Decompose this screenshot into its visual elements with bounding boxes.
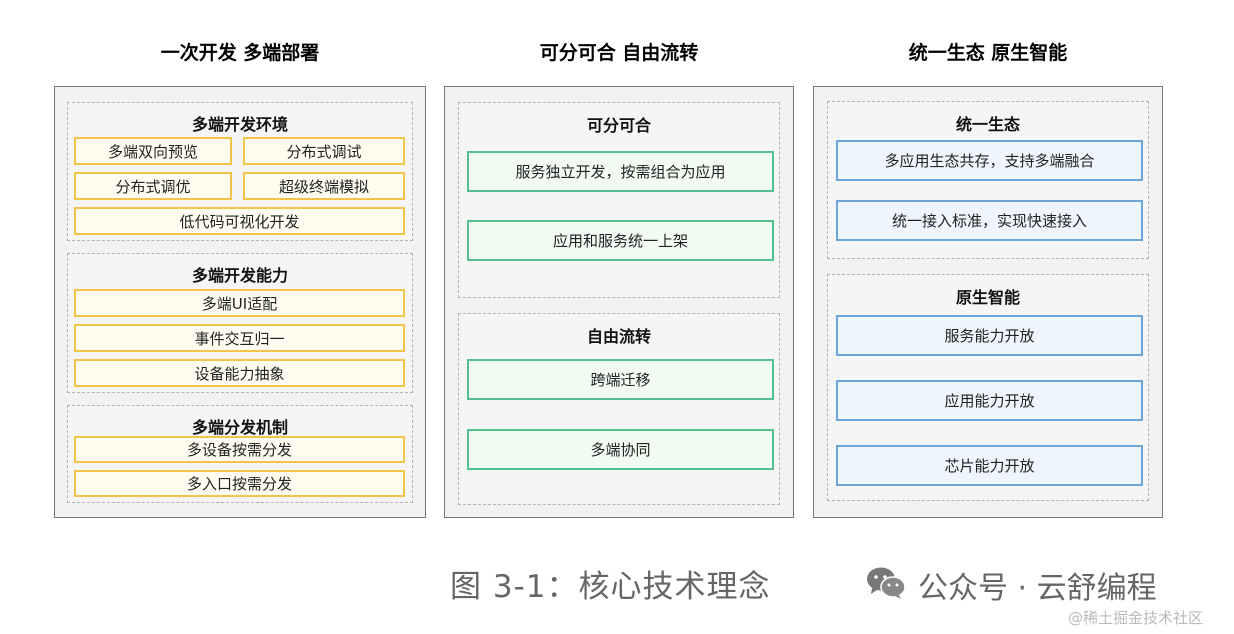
item-cross-migration: 跨端迁移	[467, 359, 774, 400]
group-title: 多端分发机制	[191, 418, 288, 437]
item-distributed-debug: 分布式调试	[243, 137, 405, 165]
item-device-abstraction: 设备能力抽象	[74, 359, 405, 387]
item-app-capability: 应用能力开放	[836, 380, 1143, 421]
item-event-unify: 事件交互归一	[74, 324, 405, 352]
wechat-icon	[867, 567, 906, 599]
group-native-intelligence: 原生智能 服务能力开放 应用能力开放 芯片能力开放	[827, 274, 1149, 501]
item-multi-collab: 多端协同	[467, 429, 774, 470]
item-ui-adapt: 多端UI适配	[74, 289, 405, 317]
watermark-sub: @稀土掘金技术社区	[1068, 609, 1204, 627]
column-title-3: 统一生态 原生智能	[908, 42, 1068, 64]
group-separable: 可分可合 服务独立开发，按需组合为应用 应用和服务统一上架	[458, 102, 780, 298]
group-title: 自由流转	[586, 327, 651, 346]
column-panel-2: 可分可合 服务独立开发，按需组合为应用 应用和服务统一上架 自由流转 跨端迁移 …	[444, 86, 794, 518]
item-unified-access: 统一接入标准，实现快速接入	[836, 200, 1143, 241]
group-free-flow: 自由流转 跨端迁移 多端协同	[458, 313, 780, 505]
group-title: 原生智能	[955, 288, 1020, 307]
item-service-capability: 服务能力开放	[836, 315, 1143, 356]
item-distributed-tuning: 分布式调优	[74, 172, 232, 200]
item-coexist: 多应用生态共存，支持多端融合	[836, 140, 1143, 181]
group-distribution: 多端分发机制 多设备按需分发 多入口按需分发	[67, 405, 413, 503]
item-low-code: 低代码可视化开发	[74, 207, 405, 235]
group-title: 统一生态	[955, 115, 1020, 134]
column-title-2: 可分可合 自由流转	[539, 42, 699, 64]
column-title-1: 一次开发 多端部署	[160, 42, 320, 64]
group-dev-capability: 多端开发能力 多端UI适配 事件交互归一 设备能力抽象	[67, 253, 413, 393]
figure-caption: 图 3-1：核心技术理念	[450, 569, 771, 605]
item-multi-preview: 多端双向预览	[74, 137, 232, 165]
watermark-text: 公众号 · 云舒编程	[918, 571, 1157, 606]
item-device-distribution: 多设备按需分发	[74, 436, 405, 463]
group-title: 多端开发能力	[191, 266, 288, 285]
item-unified-listing: 应用和服务统一上架	[467, 220, 774, 261]
group-title: 多端开发环境	[191, 115, 288, 134]
group-unified-ecosystem: 统一生态 多应用生态共存，支持多端融合 统一接入标准，实现快速接入	[827, 101, 1149, 259]
group-title: 可分可合	[586, 116, 651, 135]
item-independent-dev: 服务独立开发，按需组合为应用	[467, 151, 774, 192]
column-panel-3: 统一生态 多应用生态共存，支持多端融合 统一接入标准，实现快速接入 原生智能 服…	[813, 86, 1163, 518]
group-dev-environment: 多端开发环境 多端双向预览 分布式调试 分布式调优 超级终端模拟 低代码可视化开…	[67, 102, 413, 241]
item-entry-distribution: 多入口按需分发	[74, 470, 405, 497]
column-panel-1: 多端开发环境 多端双向预览 分布式调试 分布式调优 超级终端模拟 低代码可视化开…	[54, 86, 426, 518]
item-chip-capability: 芯片能力开放	[836, 445, 1143, 486]
item-terminal-sim: 超级终端模拟	[243, 172, 405, 200]
